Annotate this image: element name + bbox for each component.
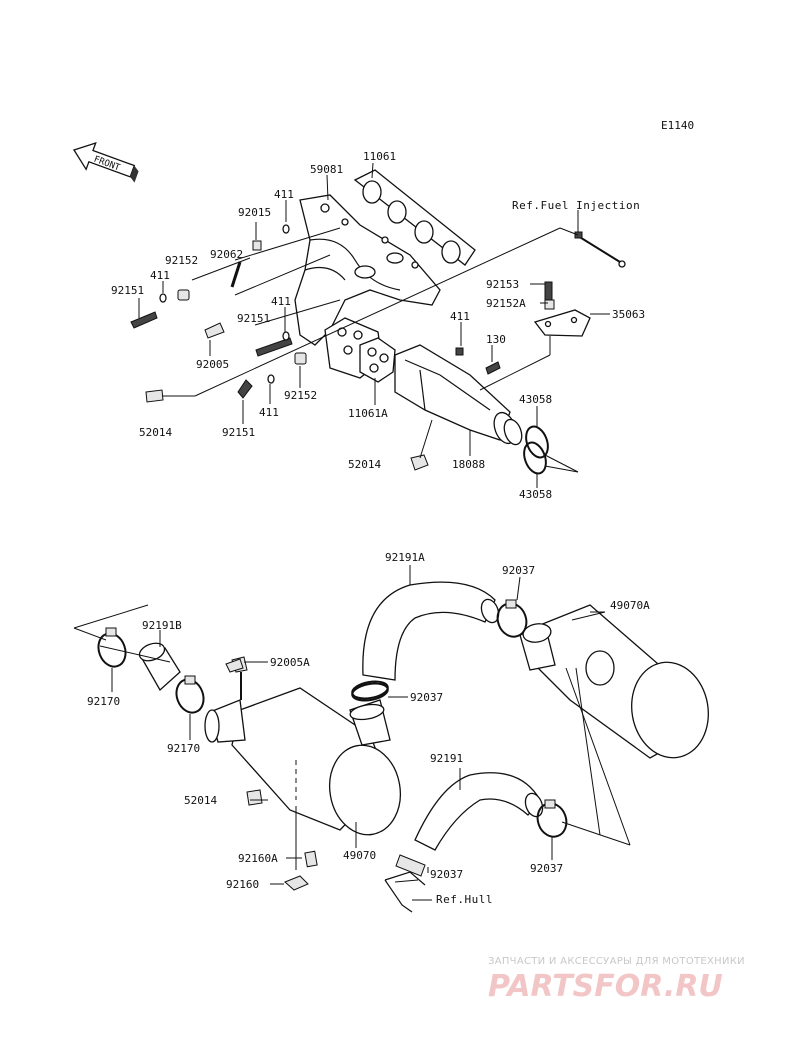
label-92151-b: 92151 — [237, 312, 270, 325]
watermark-brand: PARTSFOR.RU — [488, 969, 723, 1004]
muffler-49070A — [496, 599, 709, 759]
label-43058-b: 43058 — [519, 488, 552, 501]
label-411-d: 411 — [450, 310, 470, 323]
bent-tube-92191A — [362, 581, 500, 681]
clamps-92037 — [351, 682, 568, 877]
label-43058-a: 43058 — [519, 393, 552, 406]
label-92170-b: 92170 — [167, 742, 200, 755]
fasteners-upper — [130, 224, 555, 471]
diagram-code: E1140 — [661, 119, 694, 132]
rubber-tube-92191B — [138, 642, 181, 692]
label-92160: 92160 — [226, 878, 259, 891]
label-92170-a: 92170 — [87, 695, 120, 708]
manifold-gasket — [353, 169, 476, 266]
label-92191: 92191 — [430, 752, 463, 765]
watermark: ЗАПЧАСТИ И АКСЕССУАРЫ ДЛЯ МОТОТЕХНИКИ PA… — [488, 956, 745, 1004]
sensor-part — [574, 231, 626, 268]
exhaust-pipe-18088 — [394, 344, 523, 446]
label-59081: 59081 — [310, 163, 343, 176]
leader-lines-upper — [138, 162, 610, 488]
clamps-92170 — [97, 627, 205, 714]
label-92153: 92153 — [486, 278, 519, 291]
label-92152-a: 92152 — [165, 254, 198, 267]
label-11061: 11061 — [363, 150, 396, 163]
label-49070A: 49070A — [610, 599, 650, 612]
bracket-35063 — [533, 309, 591, 337]
label-130: 130 — [486, 333, 506, 346]
label-92037-d: 92037 — [530, 862, 563, 875]
label-92152A: 92152A — [486, 297, 526, 310]
flange-gasket — [324, 317, 396, 383]
clamps-43058 — [523, 425, 549, 475]
label-92037-a: 92037 — [502, 564, 535, 577]
label-11061A: 11061A — [348, 407, 388, 420]
label-92191A: 92191A — [385, 551, 425, 564]
label-411-b: 411 — [150, 269, 170, 282]
label-92191B: 92191B — [142, 619, 182, 632]
ref-fuel-injection-label: Ref.Fuel Injection — [512, 199, 640, 212]
label-52014-c: 52014 — [184, 794, 217, 807]
label-92062: 92062 — [210, 248, 243, 261]
label-52014-a: 52014 — [139, 426, 172, 439]
label-49070: 49070 — [343, 849, 376, 862]
exhaust-manifold — [294, 194, 441, 346]
label-92151-c: 92151 — [222, 426, 255, 439]
label-35063: 35063 — [612, 308, 645, 321]
label-411-c: 411 — [271, 295, 291, 308]
bent-tube-92191 — [414, 772, 544, 851]
leader-lines-lower — [73, 565, 631, 901]
label-92160A: 92160A — [238, 852, 278, 865]
hull-ref-shape — [384, 871, 426, 913]
watermark-tagline: ЗАПЧАСТИ И АКСЕССУАРЫ ДЛЯ МОТОТЕХНИКИ — [488, 956, 745, 967]
stickers-92160 — [284, 850, 318, 891]
label-92005: 92005 — [196, 358, 229, 371]
label-92005A: 92005A — [270, 656, 310, 669]
label-52014-b: 52014 — [348, 458, 381, 471]
label-411-a: 411 — [274, 188, 294, 201]
front-arrow-icon: FRONT — [73, 141, 139, 183]
muffler-49070 — [204, 656, 401, 836]
part-labels: 11061 59081 411 92015 92062 92152 411 92… — [87, 150, 650, 906]
fasteners-lower — [225, 658, 263, 806]
label-92015: 92015 — [238, 206, 271, 219]
label-18088: 18088 — [452, 458, 485, 471]
ref-hull-label: Ref.Hull — [436, 893, 493, 906]
label-92152-b: 92152 — [284, 389, 317, 402]
label-92151-a: 92151 — [111, 284, 144, 297]
label-411-e: 411 — [259, 406, 279, 419]
label-92037-b: 92037 — [410, 691, 443, 704]
label-92037-c: 92037 — [430, 868, 463, 881]
